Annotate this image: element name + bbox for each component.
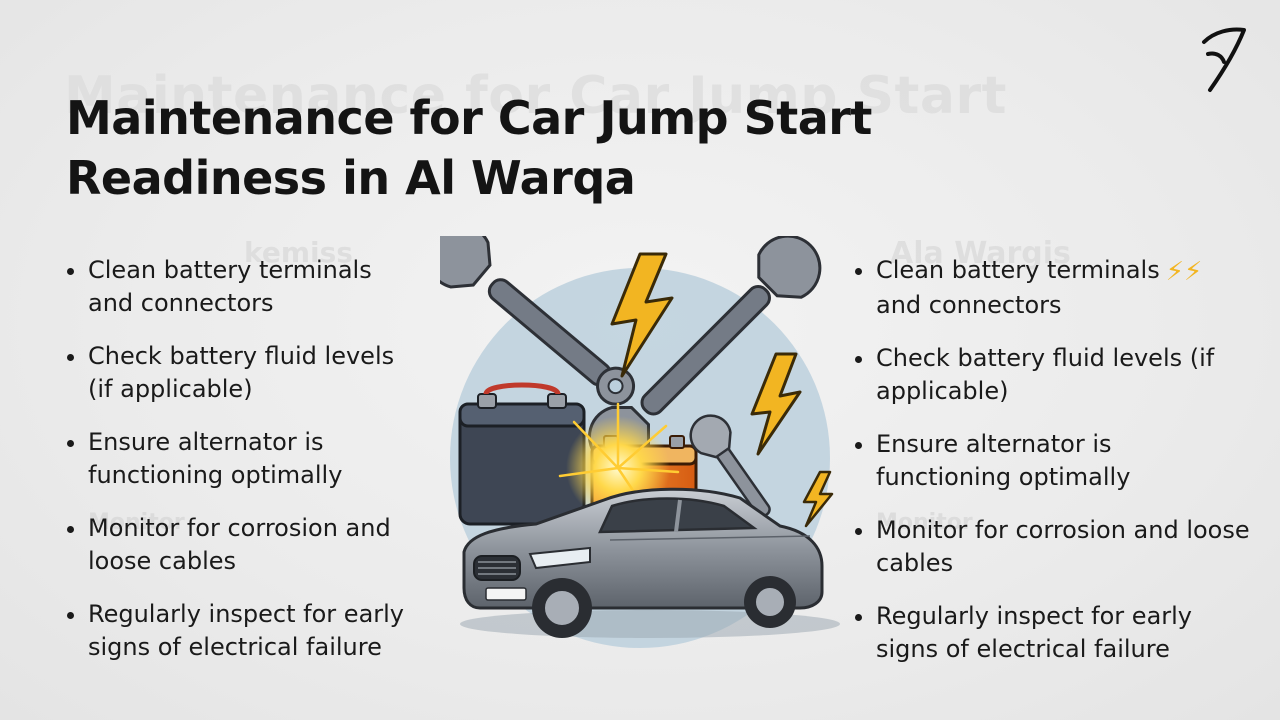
list-item: Check battery fluid levels (if applicabl… — [852, 342, 1252, 408]
car-icon — [460, 487, 840, 638]
list-item: Regularly inspect for early signs of ele… — [852, 600, 1252, 666]
battery-dark-icon — [458, 382, 586, 526]
wrench-left-icon — [440, 236, 636, 406]
lightning-bolt-icon — [610, 252, 674, 378]
car-battery-illustration — [440, 236, 840, 648]
list-item-text: Clean battery terminals — [876, 256, 1160, 284]
list-item: Check battery fluid levels (if applicabl… — [64, 340, 424, 406]
slide-title: Maintenance for Car Jump Start Readiness… — [66, 91, 872, 205]
ghost-monitor-left: Monitor — [88, 510, 185, 535]
list-item: Monitor for corrosion and loose cables — [852, 514, 1252, 580]
list-item: Ensure alternator is functioning optimal… — [64, 426, 424, 492]
list-item: Clean battery terminals⚡⚡ and connectors — [852, 254, 1252, 322]
list-item: Clean battery terminals and connectors — [64, 254, 424, 320]
list-item: Monitor for corrosion and loose cables — [64, 512, 424, 578]
list-item: Ensure alternator is functioning optimal… — [852, 428, 1252, 494]
ghost-title-text: Maintenance for Car Jump Start — [64, 66, 1008, 126]
lightning-bolt-icon — [750, 352, 802, 456]
ghost-text-right: Ala Wargis — [890, 236, 1071, 271]
list-item: Regularly inspect for early signs of ele… — [64, 598, 424, 664]
brand-logo-icon — [1202, 27, 1246, 92]
lightning-bolt-icon — [802, 470, 834, 528]
ghost-monitor-right: Monitor — [876, 510, 973, 535]
lightning-bolt-icon: ⚡⚡ — [1165, 257, 1203, 287]
right-bullet-list: Clean battery terminals⚡⚡ and connectors… — [852, 254, 1252, 686]
list-item-text: and connectors — [876, 291, 1062, 319]
left-bullet-list: Clean battery terminals and connectors C… — [64, 254, 424, 684]
ghost-text-left: kemiss — [244, 236, 353, 269]
